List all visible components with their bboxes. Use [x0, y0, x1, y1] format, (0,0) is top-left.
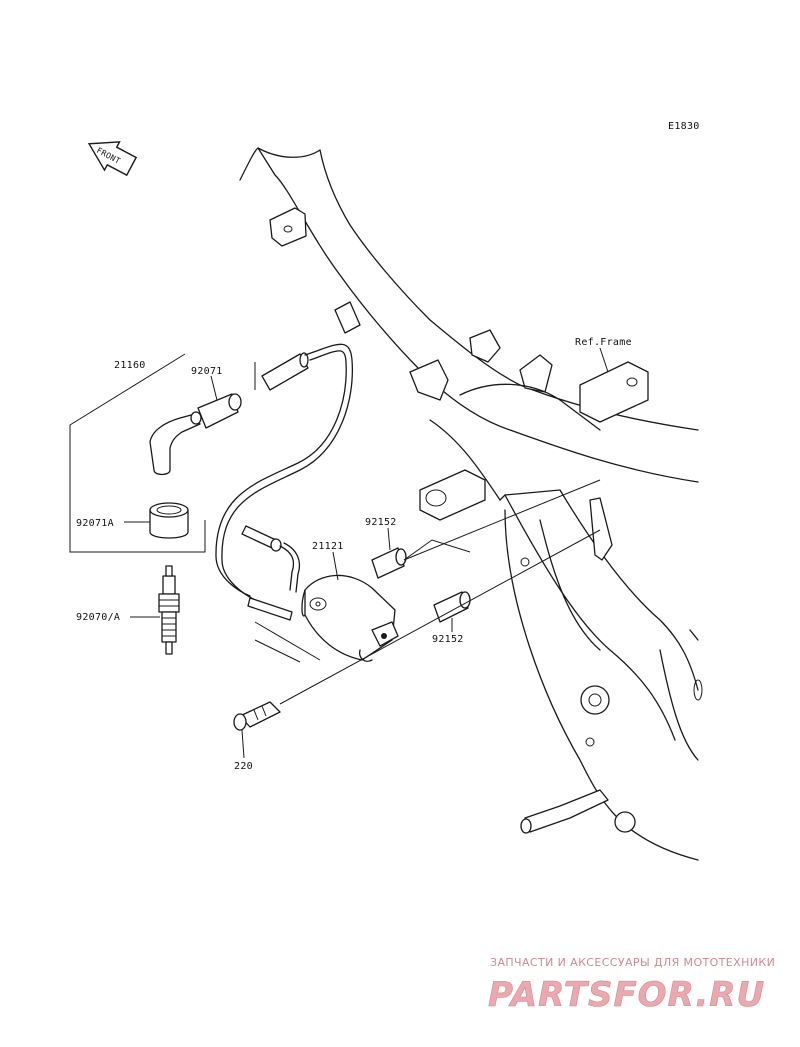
part-220-leader	[241, 729, 245, 759]
frame-outline	[239, 147, 703, 861]
front-direction-arrow: FRONT	[87, 141, 138, 177]
part-92070A-label: 92070/A	[76, 612, 120, 623]
part-92071-label: 92071	[191, 366, 223, 377]
part-21160-label: 21160	[114, 360, 146, 371]
watermark-subtitle: ЗАПЧАСТИ И АКСЕССУАРЫ ДЛЯ МОТОТЕХНИКИ	[490, 956, 775, 969]
part-220-label: 220	[234, 761, 253, 772]
part-92152-upper-leader	[387, 527, 391, 551]
part-92071-leader	[210, 375, 218, 401]
bolt	[233, 701, 281, 731]
part-21121-leader	[332, 551, 339, 581]
spacer-axis-line	[403, 479, 601, 561]
plug-cap-group	[69, 343, 354, 655]
part-92152-lower-label: 92152	[432, 634, 464, 645]
ignition-coil	[241, 525, 399, 663]
bolt-axis-line	[279, 529, 601, 705]
ref-frame-label: Ref.Frame	[575, 337, 632, 348]
watermark-brand: PARTSFOR.RU	[488, 975, 765, 1015]
part-21121-label: 21121	[312, 541, 344, 552]
part-92071A-label: 92071A	[76, 518, 114, 529]
spacer-upper	[371, 539, 471, 579]
spacer-lower	[433, 591, 471, 623]
ref-frame-leader	[599, 347, 609, 373]
spark-plug	[158, 565, 180, 655]
part-92152-upper-label: 92152	[365, 517, 397, 528]
diagram-code: E1830	[668, 121, 700, 132]
